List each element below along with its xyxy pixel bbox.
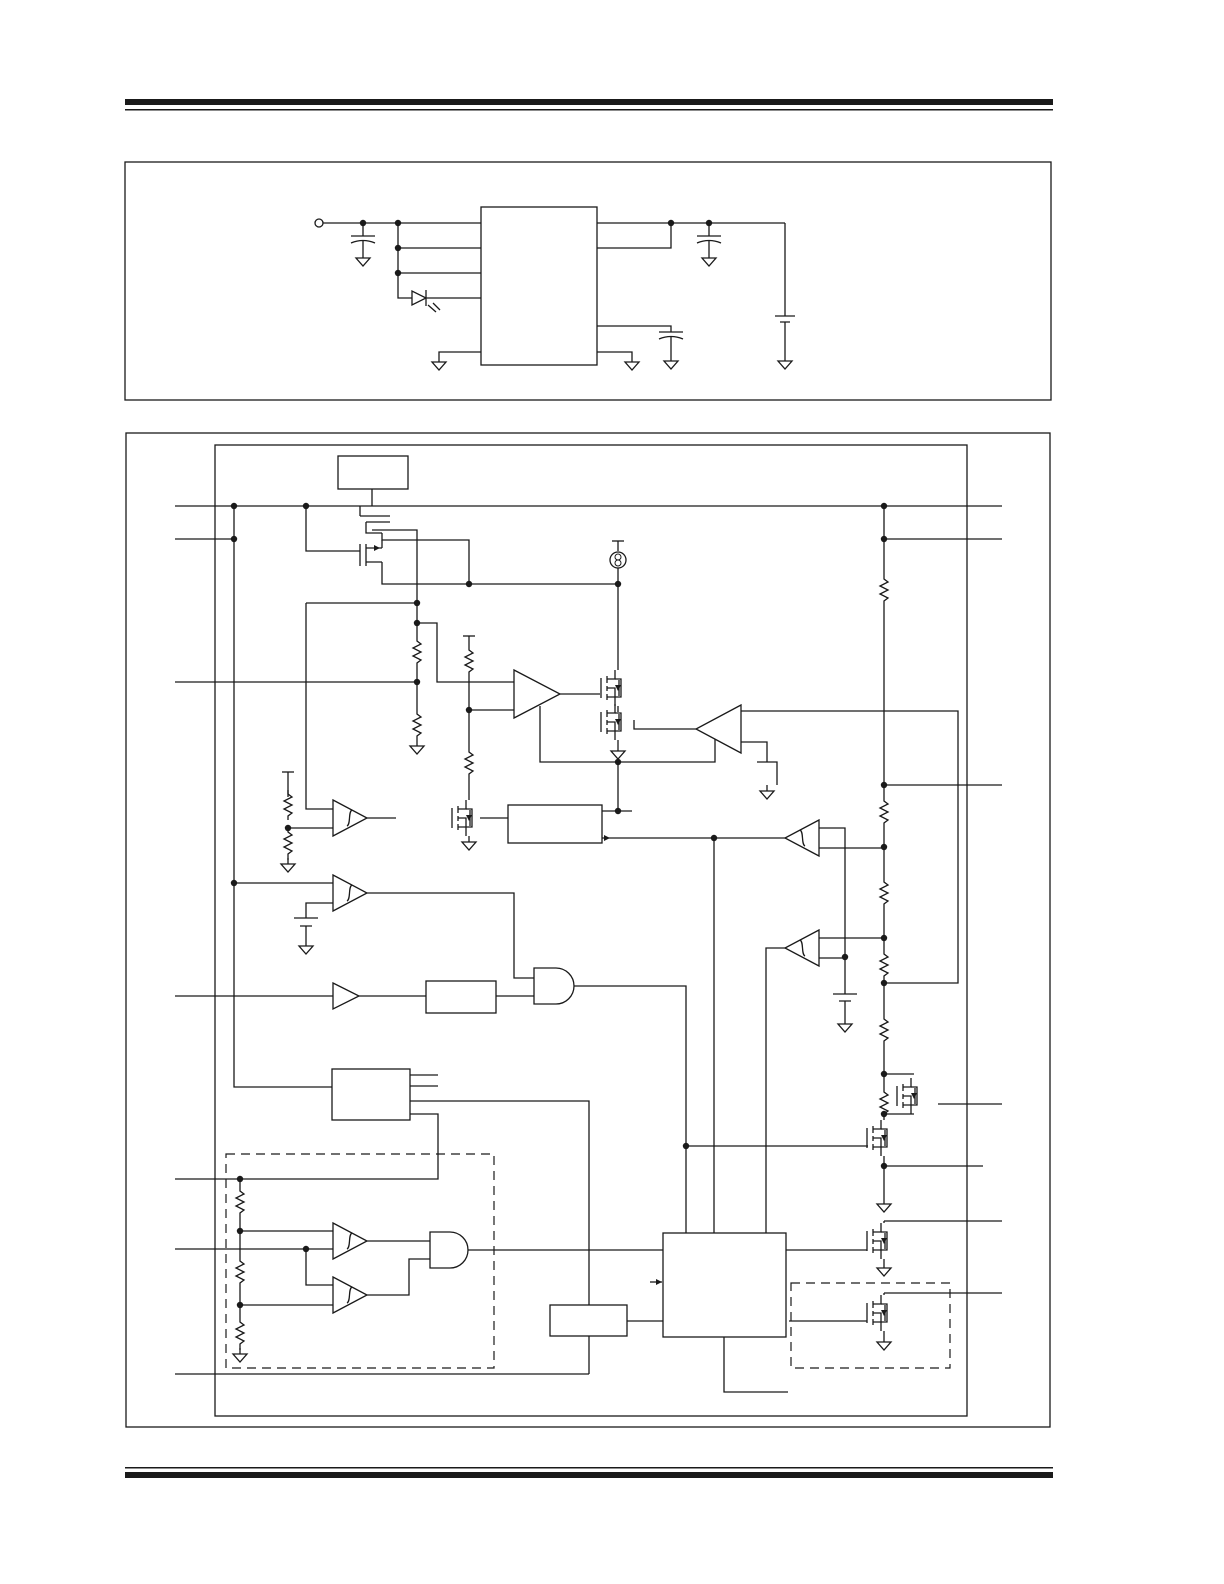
header-rule xyxy=(125,99,1053,111)
amplifier-icon xyxy=(513,668,562,720)
current-source-icon xyxy=(609,540,627,670)
output-capacitor xyxy=(696,223,722,267)
figure-frame xyxy=(125,432,1051,1428)
footer-rule xyxy=(125,1467,1053,1478)
battery-icon xyxy=(775,223,795,370)
buffer-icon xyxy=(332,981,361,1011)
bias-block xyxy=(331,1068,411,1121)
and-gate-icon xyxy=(429,1231,469,1269)
timer-capacitor xyxy=(597,325,684,370)
typical-application-circuit xyxy=(124,161,1052,401)
amplifier-icon xyxy=(694,703,742,755)
figure-frame xyxy=(124,161,1052,401)
mosfet-icon xyxy=(305,506,469,603)
debounce-block xyxy=(425,980,497,1014)
led-icon xyxy=(397,273,481,313)
and-gate-icon xyxy=(533,967,575,1005)
pass-mosfet-icon xyxy=(359,506,470,584)
optional-fet-group xyxy=(790,1282,951,1369)
ic-boundary xyxy=(214,444,968,1417)
functional-block-diagram xyxy=(125,432,1051,1428)
charger-ic-block xyxy=(480,206,598,366)
reference-block xyxy=(337,455,409,490)
control-block xyxy=(507,804,603,844)
input-terminal xyxy=(314,218,324,228)
oscillator-block xyxy=(549,1304,628,1337)
window-comparator-group xyxy=(225,1153,495,1369)
logic-controller-block xyxy=(662,1232,787,1338)
input-capacitor xyxy=(350,223,376,267)
